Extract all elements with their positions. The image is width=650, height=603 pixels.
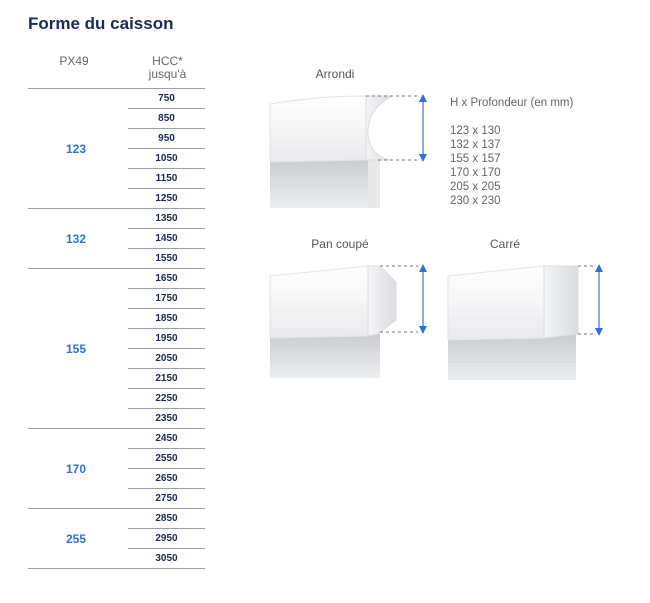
table-row: 2650 (128, 468, 205, 488)
page-title: Forme du caisson (28, 14, 174, 33)
shape-label-bevel: Pan coupé (311, 237, 369, 251)
table-row: 2750 (128, 488, 205, 508)
group-label: 155 (65, 341, 87, 356)
table-row: 1250 (128, 188, 205, 208)
table-row: 1350 (155, 213, 178, 224)
table-row: 2850 (155, 513, 178, 524)
table-row: 2150 (128, 368, 205, 388)
table-row: 950 (128, 128, 205, 148)
dimensions-block: H x Profondeur (en mm) 123 x 130 132 x 1… (450, 97, 573, 208)
table-row: 1950 (128, 328, 205, 348)
dimension-value: 205 x 205 (450, 181, 501, 193)
group-label: 132 (65, 231, 87, 246)
table-row: 2350 (128, 408, 205, 428)
header-hcc: HCC* (152, 54, 183, 68)
dimension-value: 230 x 230 (450, 195, 501, 207)
table-row: 1650 (155, 273, 178, 284)
table-row: 3050 (128, 548, 205, 568)
group-label: 123 (65, 141, 87, 156)
table-row: 2450 (155, 433, 178, 444)
dimension-value: 155 x 157 (450, 153, 501, 165)
table-row: 1750 (128, 288, 205, 308)
dimension-value: 132 x 137 (450, 139, 501, 151)
table-row: 2950 (128, 528, 205, 548)
header-hcc-sub: jusqu'à (148, 67, 187, 81)
table-row: 1550 (128, 248, 205, 268)
table-row: 750 (158, 93, 175, 104)
square-box-illustration (447, 264, 603, 380)
shape-label-rounded: Arrondi (315, 67, 355, 81)
dimensions-heading: H x Profondeur (en mm) (450, 97, 574, 109)
group-label: 170 (65, 461, 87, 476)
table-row: 2050 (128, 348, 205, 368)
rounded-box-illustration (269, 94, 427, 208)
table-row: 2550 (128, 448, 205, 468)
table-row: 2250 (128, 388, 205, 408)
group-label: 255 (65, 531, 87, 546)
table-row: 1150 (128, 168, 205, 188)
table-row: 1450 (128, 228, 205, 248)
dimension-value: 170 x 170 (450, 167, 501, 179)
table-row: 1850 (128, 308, 205, 328)
table-row: 1050 (128, 148, 205, 168)
table-row: 850 (128, 108, 205, 128)
bevel-box-illustration (269, 264, 427, 378)
dimension-value: 123 x 130 (450, 125, 501, 137)
header-px49: PX49 (59, 54, 89, 68)
shape-label-square: Carré (489, 237, 520, 251)
